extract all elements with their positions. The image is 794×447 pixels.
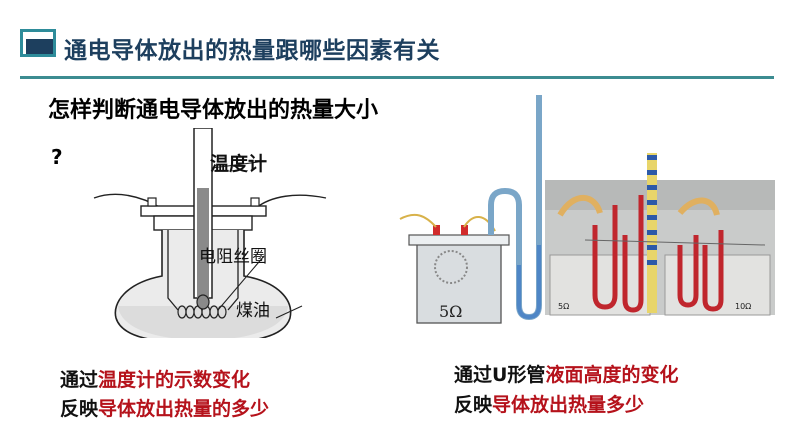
question-heading: 怎样判断通电导体放出的热量大小 (48, 98, 379, 123)
left-caption-line2-highlight: 导体放出热量的多少 (98, 398, 270, 420)
title-bullet-icon (20, 29, 56, 57)
page-title: 通电导体放出的热量跟哪些因素有关 (64, 38, 440, 64)
photo-label-5ohm: 5Ω (558, 302, 569, 311)
right-caption-line1-highlight: 液面高度的变化 (545, 364, 679, 386)
thermometer-label: 温度计 (210, 153, 268, 175)
coil-label: 电阻丝圈 (199, 247, 267, 267)
oil-label: 煤油 (236, 301, 270, 321)
resistor-label: 5Ω (439, 302, 462, 321)
right-caption-line1: 通过U形管液面高度的变化 (454, 360, 678, 387)
photo-label-10ohm: 10Ω (735, 302, 751, 311)
flask-thermometer-diagram (93, 128, 327, 338)
left-caption-line2-prefix: 反映 (60, 398, 99, 420)
right-caption-line2-prefix: 反映 (454, 394, 493, 416)
u-tube-apparatus-illustration: 5Ω 5Ω 10Ω (399, 95, 775, 324)
title-divider (20, 76, 774, 79)
left-caption-line1: 通过温度计的示数变化 (60, 365, 250, 392)
right-caption-line2-highlight: 导体放出热量多少 (492, 394, 645, 416)
left-caption-line1-highlight: 温度计的示数变化 (98, 369, 251, 391)
question-mark: ? (51, 145, 63, 169)
right-caption-line2: 反映导体放出热量多少 (454, 390, 644, 417)
left-caption-line2: 反映导体放出热量的多少 (60, 394, 269, 421)
right-caption-line1-prefix: 通过U形管 (454, 364, 546, 386)
left-caption-line1-prefix: 通过 (60, 369, 99, 391)
